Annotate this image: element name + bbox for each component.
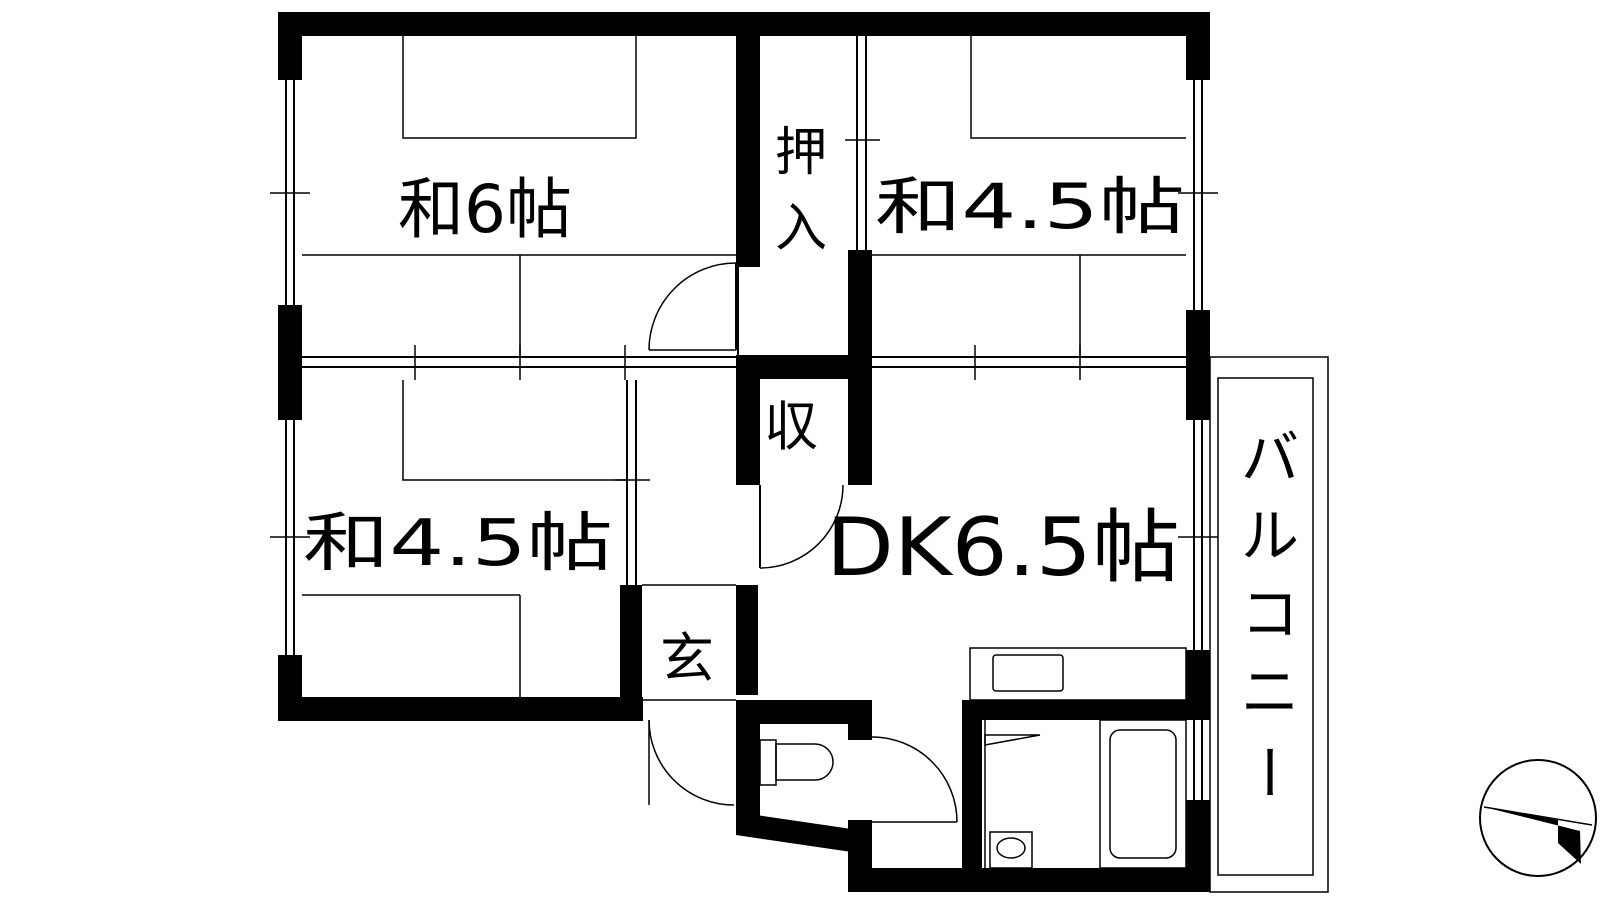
room-labels: 和6帖 押 入 和4.5帖 収 和4.5帖 DK6.5帖 玄 バ ル コ ニ ー (303, 123, 1302, 801)
room-label-washitsu-6: 和6帖 (398, 171, 572, 248)
walls (278, 12, 1210, 892)
room-label-oshiire-1: 押 (775, 123, 827, 183)
balcony-label-5: ー (1234, 743, 1302, 801)
balcony-label-3: コ (1241, 580, 1299, 648)
room-label-genkan: 玄 (660, 627, 714, 690)
room-label-washitsu-45-top: 和4.5帖 (875, 170, 1185, 243)
room-label-dk: DK6.5帖 (826, 501, 1180, 594)
balcony-label-4: ニ (1241, 658, 1299, 726)
room-label-shuno: 収 (764, 395, 818, 458)
north-arrow-icon (1479, 759, 1597, 877)
balcony (1209, 356, 1329, 893)
windows-and-partitions (270, 36, 1218, 800)
tatami-lines (302, 36, 1186, 697)
room-label-oshiire-2: 入 (775, 199, 827, 259)
door-swings (648, 262, 958, 823)
bathtub-icon (1099, 719, 1187, 869)
room-label-washitsu-45-bottom: 和4.5帖 (303, 507, 613, 581)
kitchen-sink-icon (969, 647, 1187, 701)
toilet-icon (759, 739, 834, 786)
washbasin-icon (984, 720, 1041, 869)
balcony-label-1: バ (1241, 424, 1299, 492)
balcony-label-2: ル (1241, 502, 1299, 570)
